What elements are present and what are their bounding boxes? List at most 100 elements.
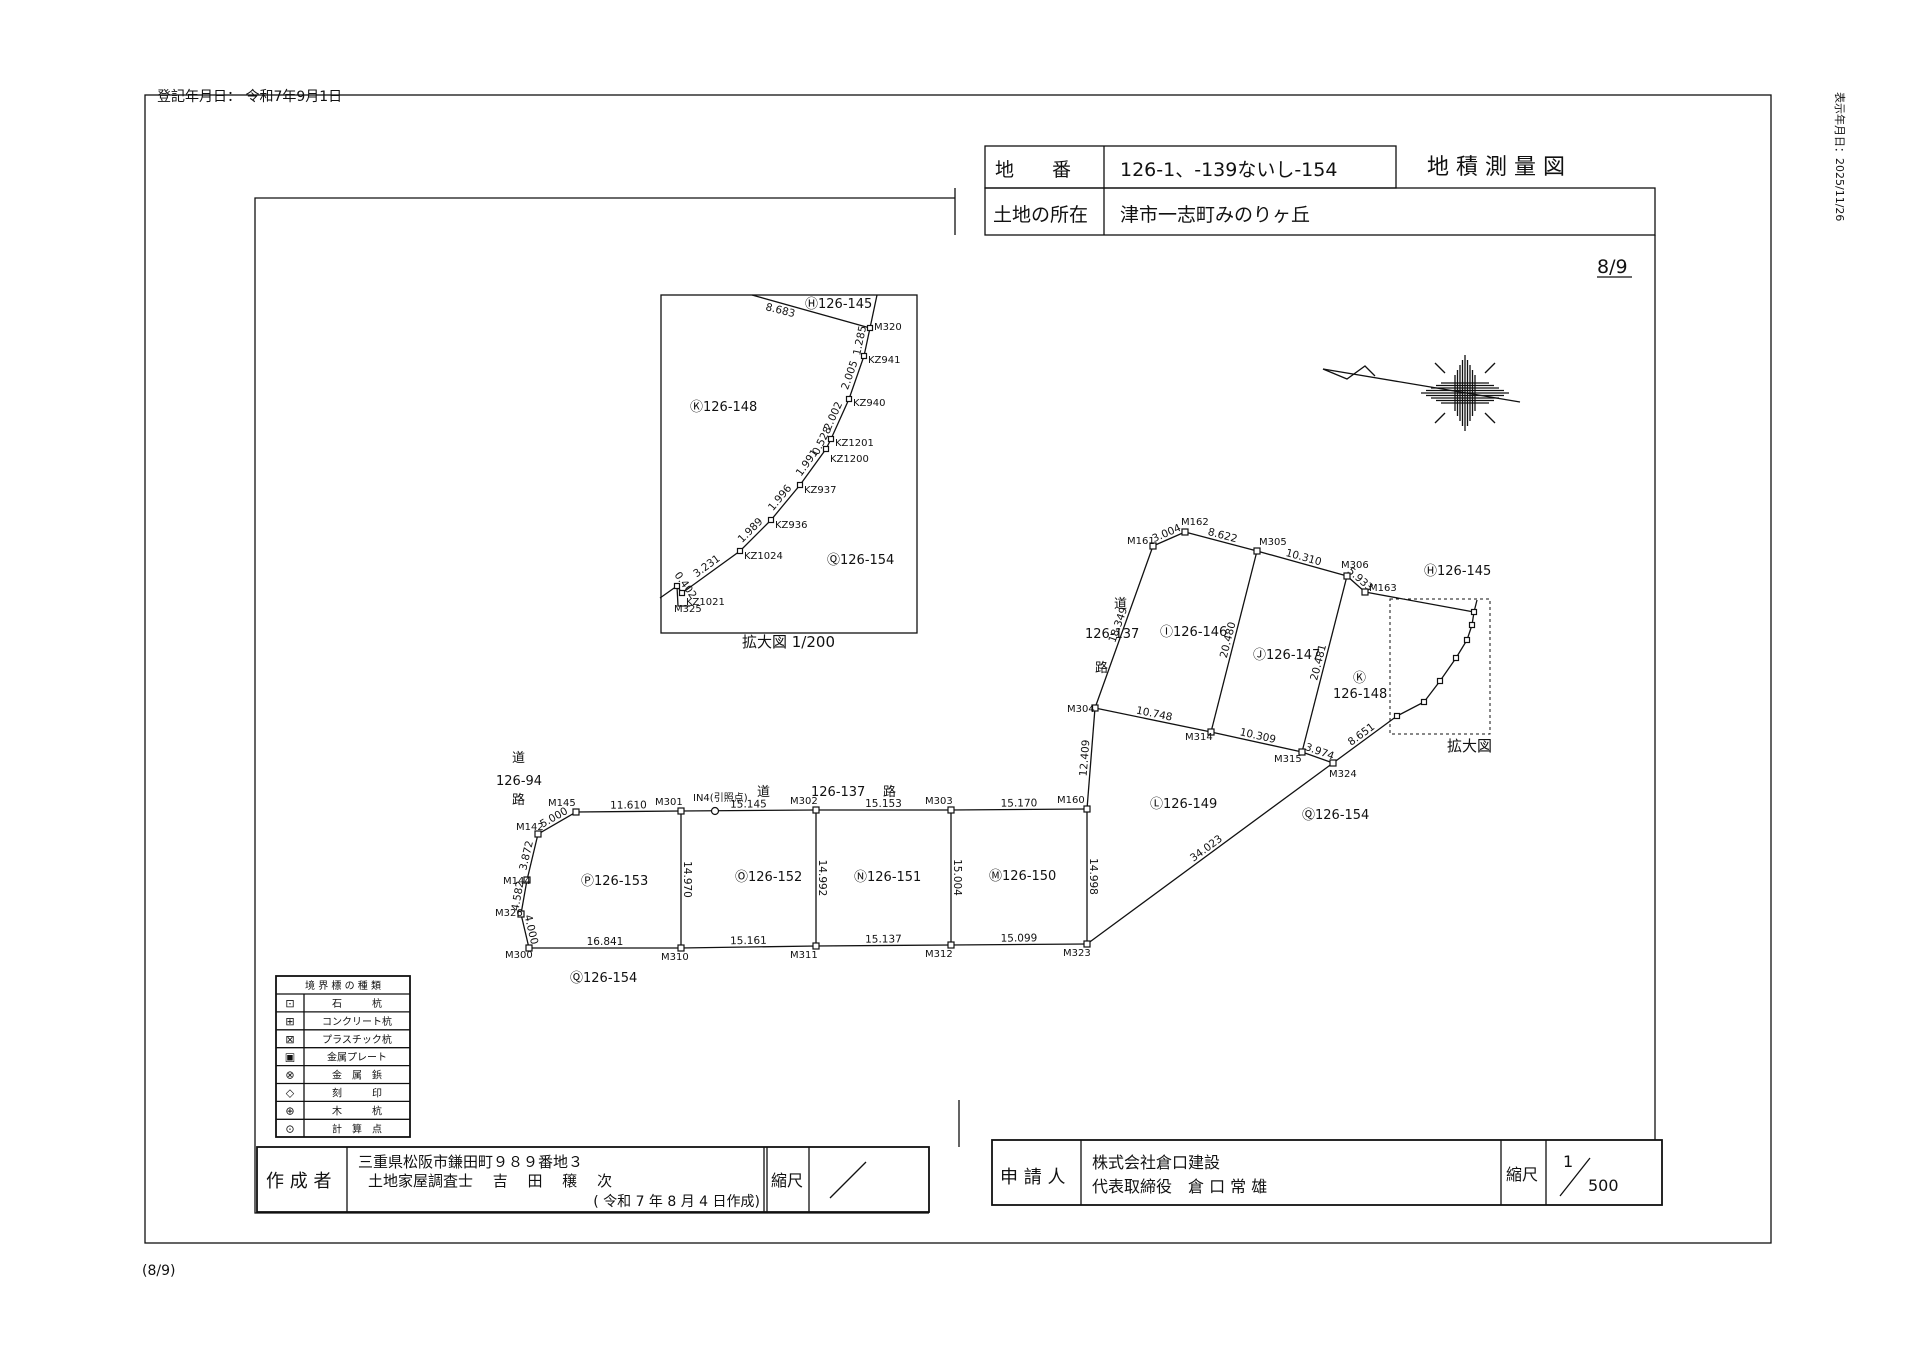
road-upper-char2: 路 <box>1095 660 1108 676</box>
point-label: M162 <box>1181 517 1209 528</box>
boundary-line <box>1301 751 1334 764</box>
legend-label: 刻 印 <box>332 1087 382 1100</box>
distance-label: 14.970 <box>681 861 693 898</box>
creator-scale-label: 縮尺 <box>771 1171 803 1190</box>
sheet-number: 8/9 <box>1597 256 1628 278</box>
boundary-line <box>1332 715 1398 764</box>
parcel-label-j: Ⓙ126-147 <box>1253 648 1320 663</box>
distance-label: 11.610 <box>610 799 647 811</box>
point-label: M303 <box>925 796 953 807</box>
inset-point-label: KZ936 <box>775 520 808 531</box>
boundary-marker-icon <box>1083 940 1091 948</box>
inset-point-label: KZ1200 <box>830 454 869 465</box>
page-footer: (8/9) <box>142 1263 175 1279</box>
inset-caption: 拡大図 1/200 <box>742 633 835 651</box>
enlarged-area-box <box>1389 598 1491 735</box>
inset-point-label: KZ1024 <box>744 551 783 562</box>
applicant-box: 申 請 人 株式会社倉口建設 代表取締役 倉 口 常 雄 縮尺 1 500 <box>991 1139 1663 1206</box>
parcel-label-h: Ⓗ126-145 <box>1424 564 1491 579</box>
road-left-number: 126-94 <box>496 774 542 789</box>
curved-boundary <box>1396 599 1478 717</box>
inset-label-q: Ⓠ126-154 <box>827 553 894 568</box>
point-label: M302 <box>790 796 818 807</box>
point-label: M310 <box>661 952 689 963</box>
point-label: M301 <box>655 797 683 808</box>
parcel-label-p: Ⓟ126-153 <box>581 874 648 889</box>
boundary-marker-icon <box>1083 805 1091 813</box>
boundary-marker-icon <box>1207 728 1215 736</box>
boundary-marker-icon <box>736 547 744 555</box>
boundary-line <box>950 943 1088 946</box>
boundary-marker-icon <box>796 481 804 489</box>
distance-label: 16.841 <box>587 936 624 948</box>
creation-date: ( 令和 7 年 8 月 4 日作成) <box>593 1194 760 1210</box>
boundary-line <box>751 294 871 329</box>
parcel-label-o: Ⓞ126-152 <box>735 870 802 885</box>
scale-slash <box>1559 1157 1591 1197</box>
inset-point-label: KZ941 <box>868 355 901 366</box>
legend-symbol-icon: ⊙ <box>285 1122 294 1135</box>
scale-numerator: 1 <box>1563 1152 1573 1171</box>
point-label: M142 <box>516 822 544 833</box>
inset-point-label: KZ940 <box>853 398 886 409</box>
parcel-label-q-right: Ⓠ126-154 <box>1302 808 1369 823</box>
boundary-line <box>526 833 539 881</box>
point-label: M326 <box>495 908 523 919</box>
boundary-line <box>1094 545 1154 709</box>
enlarged-inset: M320KZ941KZ940KZ1201KZ1200KZ937KZ936KZ10… <box>659 294 918 651</box>
boundary-marker-icon <box>677 807 685 815</box>
boundary-marker-icon <box>1253 547 1261 555</box>
boundary-marker-icon <box>1149 542 1157 550</box>
boundary-marker-icon <box>947 941 955 949</box>
registration-date: 登記年月日： 令和7年9月1日 <box>157 88 342 105</box>
parcel-label-n: Ⓝ126-151 <box>854 870 921 885</box>
legend-symbol-icon: ⊕ <box>285 1104 294 1117</box>
point-label: IN4(引照点) <box>693 792 748 804</box>
boundary-line <box>680 945 817 949</box>
distance-label: 15.137 <box>865 933 902 945</box>
point-label: M311 <box>790 950 818 961</box>
boundary-marker-icon <box>1329 759 1337 767</box>
point-label: M304 <box>1067 704 1095 715</box>
boundary-marker-icon <box>572 808 580 816</box>
boundary-marker-icon <box>1343 572 1351 580</box>
boundary-marker-icon <box>1463 636 1471 644</box>
boundary-marker-icon <box>534 830 542 838</box>
legend-symbol-icon: ◇ <box>286 1087 295 1100</box>
boundary-line <box>1184 531 1258 552</box>
enlarged-area-label: 拡大図 <box>1447 737 1492 755</box>
boundary-marker-icon <box>1298 748 1306 756</box>
road-left-char1: 道 <box>512 751 525 766</box>
boundary-marker-icon <box>947 806 955 814</box>
reference-point-icon <box>710 806 720 816</box>
inset-point-label: M320 <box>874 322 902 333</box>
distance-label: 10.309 <box>1239 726 1277 746</box>
boundary-line <box>1086 707 1096 810</box>
boundary-line <box>1256 550 1348 577</box>
inset-point-label: M325 <box>674 604 702 615</box>
boundary-line <box>520 879 528 915</box>
boundary-marker-icon <box>866 324 874 332</box>
legend-label: 石 杭 <box>332 997 382 1010</box>
boundary-marker-icon <box>860 352 868 360</box>
legend-label: 木 杭 <box>332 1104 382 1117</box>
boundary-line <box>1086 762 1334 945</box>
applicant-representative: 代表取締役 倉 口 常 雄 <box>1092 1177 1267 1196</box>
boundary-marker-icon <box>1361 588 1369 596</box>
lot-number-label: 地 番 <box>995 159 1071 181</box>
parcel-label-m: Ⓜ126-150 <box>989 869 1056 884</box>
distance-label: 14.998 <box>1087 858 1099 895</box>
distance-label: 10.310 <box>1284 547 1323 568</box>
location-label: 土地の所在 <box>993 204 1088 226</box>
point-label: M300 <box>505 950 533 961</box>
location-value: 津市一志町みのりヶ丘 <box>1120 204 1310 226</box>
distance-label: 15.161 <box>730 935 767 948</box>
applicant-company: 株式会社倉口建設 <box>1092 1153 1220 1172</box>
creator-label: 作 成 者 <box>266 1171 331 1192</box>
scale-denominator: 500 <box>1588 1176 1619 1195</box>
legend-symbol-icon: ⊡ <box>285 997 294 1010</box>
boundary-marker-icon <box>1420 698 1428 706</box>
parcel-label-i: Ⓘ126-146 <box>1160 625 1227 640</box>
point-label: M314 <box>1185 732 1213 743</box>
